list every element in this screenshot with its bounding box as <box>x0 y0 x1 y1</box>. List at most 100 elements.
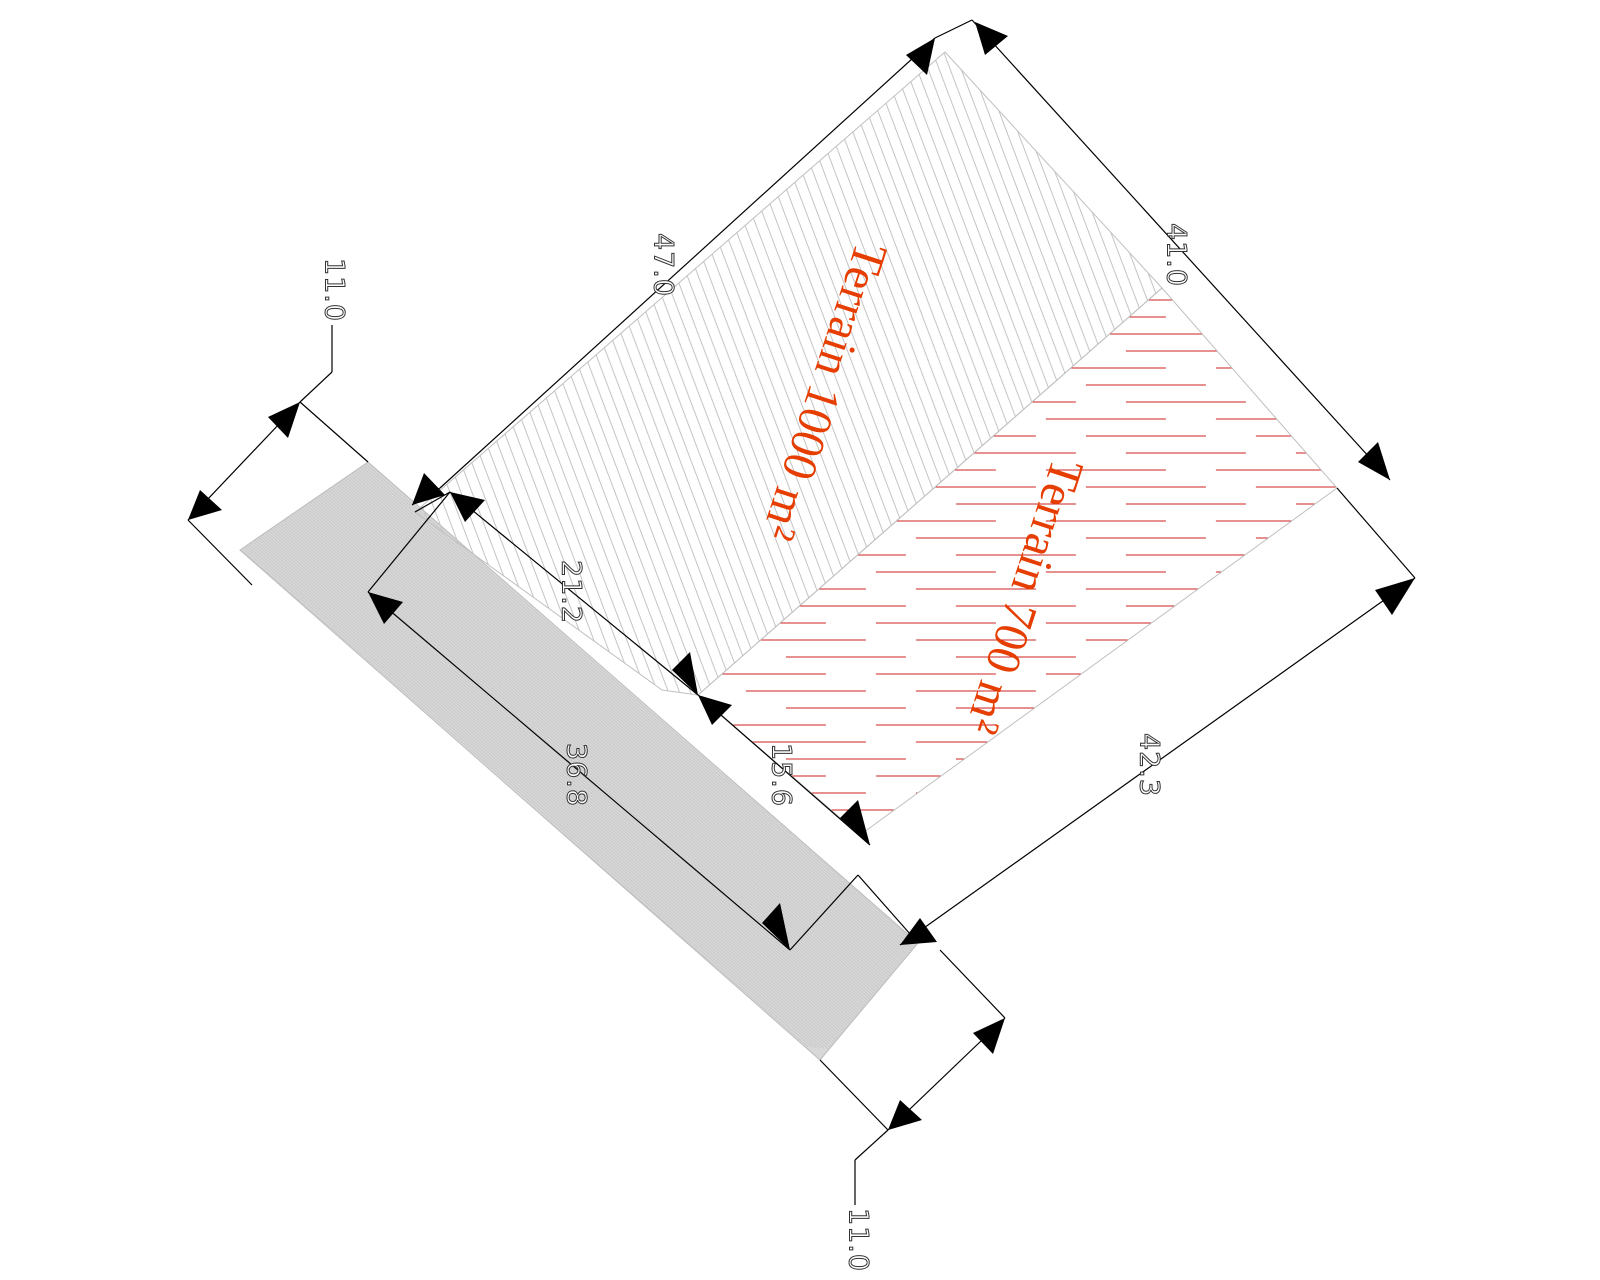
arrow-42-a <box>1375 578 1415 615</box>
hatch-line-large <box>703 52 1045 695</box>
hatch-line-strip <box>240 462 918 1060</box>
hatch-line-large <box>1232 0 1572 900</box>
hatch-line-strip <box>240 462 817 1048</box>
hatch-line-strip <box>240 462 918 1060</box>
arrow-47-b <box>906 38 935 75</box>
hatch-line-large <box>681 52 1023 695</box>
hatch-line-strip <box>240 462 918 1060</box>
hatch-line-strip <box>287 462 918 1060</box>
hatch-line-strip <box>240 462 918 1059</box>
hatch-line-strip <box>259 462 918 1060</box>
hatch-line-large <box>415 52 484 695</box>
hatch-line-strip <box>240 462 821 1049</box>
hatch-line-strip <box>240 462 801 1047</box>
arrow-15-a <box>698 695 732 725</box>
hatch-line-large <box>901 52 1162 695</box>
hatch-line-large <box>1166 0 1506 900</box>
hatch-line-strip <box>359 462 918 1060</box>
hatch-line-large <box>415 52 451 695</box>
dim-42-label: 42.3 <box>1134 733 1165 797</box>
hatch-line-strip <box>275 462 918 1060</box>
hatch-line-large <box>415 52 660 695</box>
arrow-36-b <box>762 903 790 950</box>
hatch-line-strip <box>240 462 865 1053</box>
arrow-21-a <box>450 492 485 522</box>
hatch-line-strip <box>255 462 918 1060</box>
hatch-line-strip <box>240 462 833 1050</box>
hatch-line-large <box>1199 0 1539 900</box>
hatch-line-strip <box>240 462 913 1058</box>
hatch-line-large <box>945 52 1162 695</box>
hatch-line-large <box>415 52 495 695</box>
hatch-line-strip <box>279 462 918 1060</box>
hatch-line-strip <box>247 462 918 1060</box>
hatch-line-strip <box>240 462 881 1055</box>
hatch-line-large <box>934 52 1162 695</box>
hatch-line-large <box>1121 52 1162 695</box>
hatch-line-strip <box>283 462 918 1060</box>
hatch-line-strip <box>240 462 853 1052</box>
hatch-line-large <box>923 52 1162 695</box>
hatch-line-strip <box>291 462 918 1060</box>
hatch-line-strip <box>323 462 918 1060</box>
hatch-line-large <box>0 0 340 900</box>
hatch-line-strip <box>240 462 909 1058</box>
hatch-line-strip <box>299 462 918 1060</box>
hatch-line-large <box>813 52 1155 695</box>
hatch-line-strip <box>240 462 877 1054</box>
arrow-47-a <box>412 473 445 505</box>
arrow-11-top-b <box>268 402 300 438</box>
dim-41-label: 41.0 <box>1161 223 1192 287</box>
arrow-42-b <box>900 918 937 945</box>
hatch-line-large <box>415 52 682 695</box>
hatch-line-large <box>879 52 1162 695</box>
hatch-line-strip <box>347 462 918 1060</box>
hatch-line-large <box>824 52 1162 695</box>
hatch-line-strip <box>243 462 918 1060</box>
hatch-line-strip <box>240 462 861 1053</box>
hatch-line-strip <box>327 462 918 1060</box>
hatch-line-strip <box>240 462 889 1056</box>
hatch-line-large <box>44 0 384 900</box>
hatch-line-large <box>1188 0 1528 900</box>
hatch-line-large <box>1143 52 1162 695</box>
hatch-line-large <box>1276 0 1600 900</box>
hatch-line-large <box>1298 0 1600 900</box>
hatch-line-strip <box>315 462 918 1060</box>
hatch-line-strip <box>240 462 829 1050</box>
hatch-line-large <box>1011 52 1162 695</box>
arrowheads <box>188 22 1415 1130</box>
hatch-line-strip <box>240 462 825 1049</box>
hatch-line-large <box>1066 52 1162 695</box>
dim-36-label: 36.8 <box>561 743 592 807</box>
hatch-line-large <box>1033 52 1162 695</box>
hatch-line-large <box>22 0 362 900</box>
hatch-line-strip <box>240 462 805 1047</box>
hatch-line-large <box>912 52 1162 695</box>
hatch-line-large <box>835 52 1162 695</box>
hatch-line-strip <box>355 462 918 1060</box>
arrow-41-a <box>975 22 1008 55</box>
arrow-36-a <box>368 592 403 624</box>
hatch-line-large <box>1044 52 1162 695</box>
hatch-line-large <box>1022 52 1162 695</box>
hatch-line-large <box>415 52 693 695</box>
hatch-line-large <box>791 52 1133 695</box>
hatch-line-strip <box>240 462 869 1054</box>
hatch-line-large <box>55 0 395 900</box>
hatch-line-strip <box>240 462 797 1046</box>
hatch-line-strip <box>335 462 918 1060</box>
plot-large-label: Terrain 1000 m² <box>751 236 897 547</box>
hatch-line-large <box>1132 52 1162 695</box>
hatch-line-strip <box>339 462 918 1060</box>
hatch-line-strip <box>240 462 897 1056</box>
arrow-11-top-a <box>188 490 222 520</box>
hatch-line-strip <box>240 462 918 1060</box>
hatch-line-large <box>1243 0 1583 900</box>
hatch-line-large <box>11 0 351 900</box>
hatch-line-large <box>415 52 671 695</box>
hatch-line-large <box>415 52 440 695</box>
hatch-line-strip <box>240 462 857 1052</box>
dim-11-top-label: 11.0 <box>319 258 350 322</box>
